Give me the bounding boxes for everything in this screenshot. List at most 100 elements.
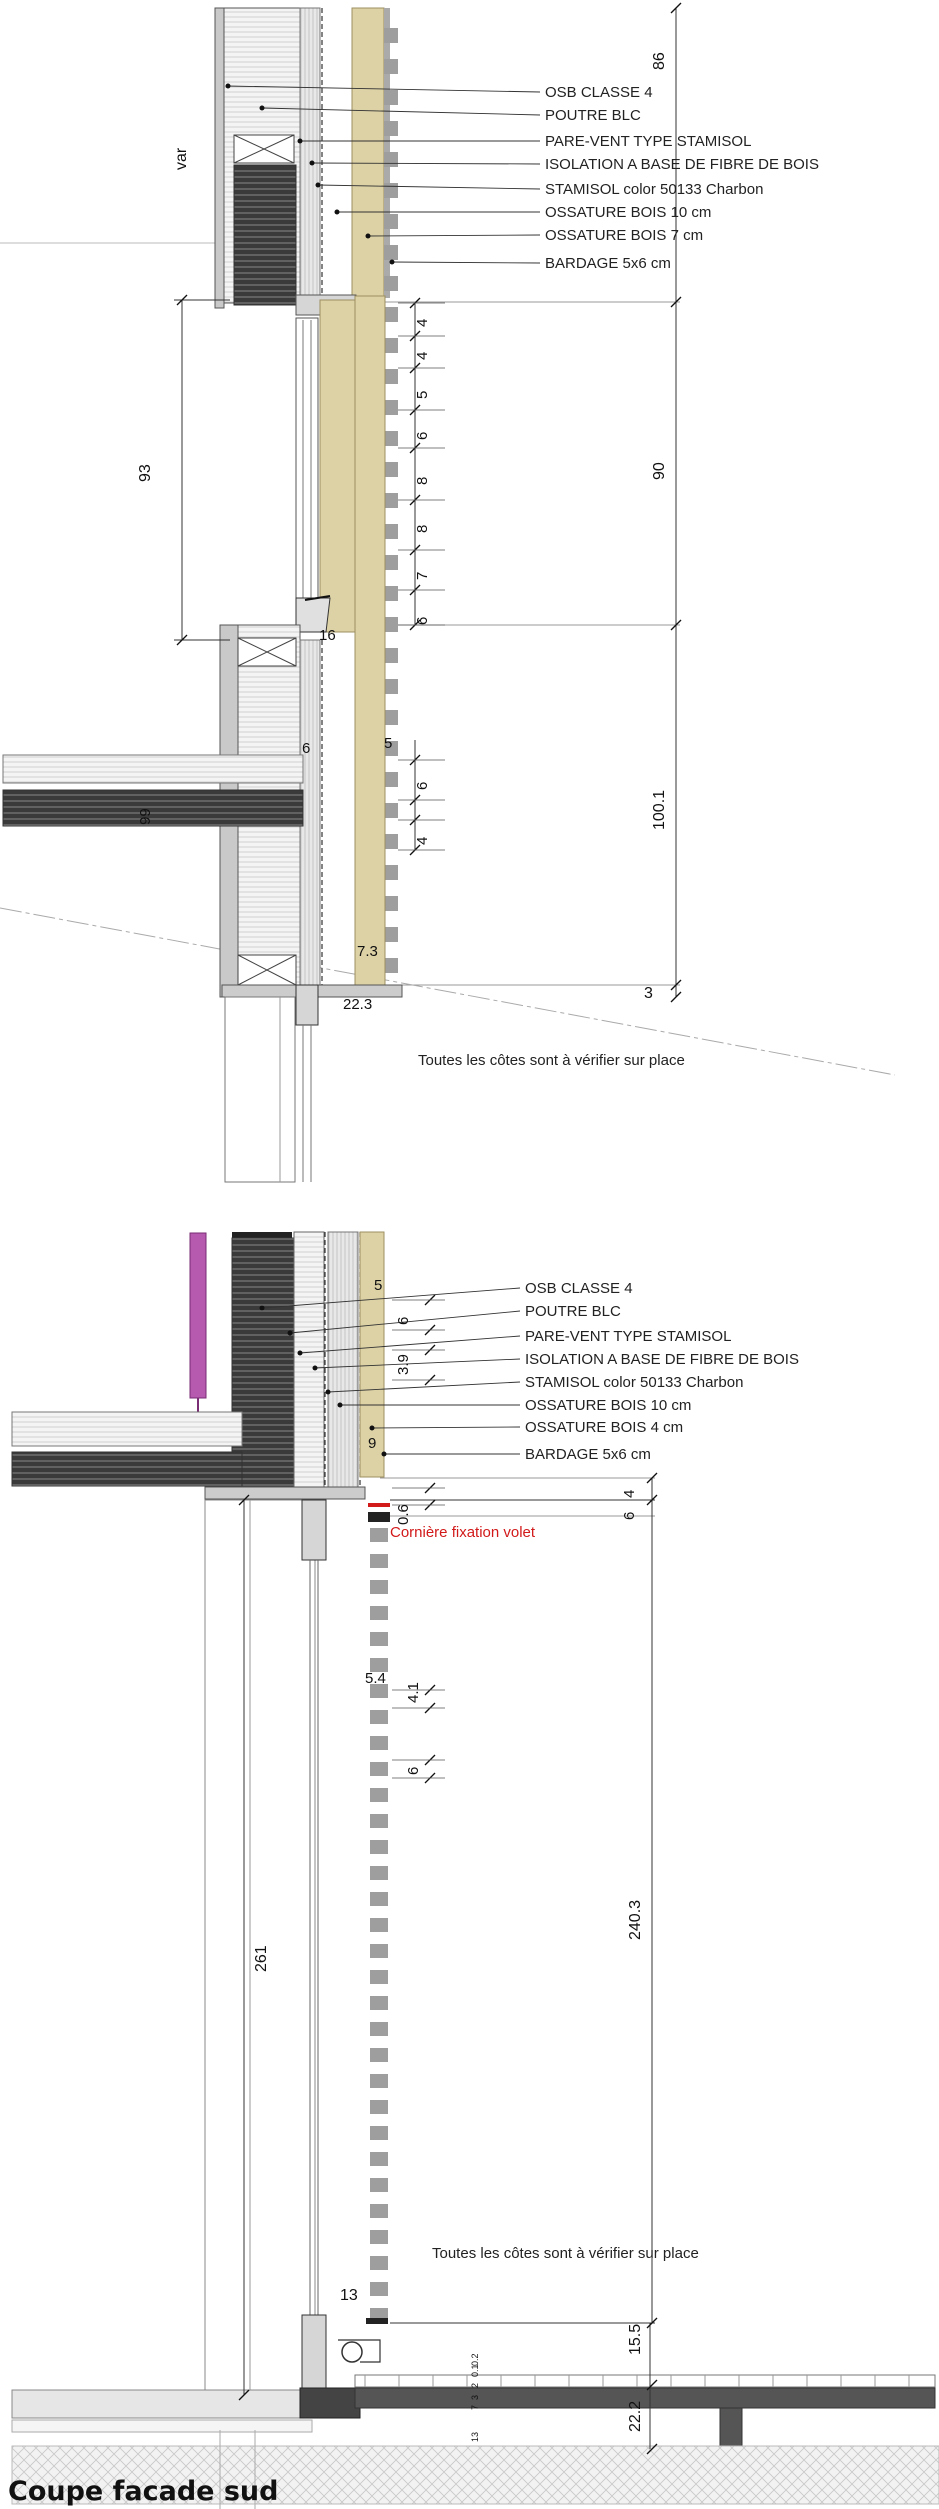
bardage-batten [384, 927, 398, 942]
leader-dot [369, 1425, 375, 1431]
dimension-tick [238, 1494, 250, 1506]
bot-dim-9: 9 [368, 1435, 376, 1452]
bardage-batten [384, 462, 398, 477]
bardage-batten [384, 276, 398, 291]
bot-dim-4: 4 [621, 1490, 638, 1498]
bot-label-corniere: Cornière fixation volet [390, 1524, 536, 1541]
bardage-batten [384, 524, 398, 539]
dimension-tick [670, 979, 682, 991]
top-dim-7-3: 7.3 [357, 943, 378, 960]
bardage-batten [384, 431, 398, 446]
bardage-batten [384, 338, 398, 353]
top-spacing-1: 4 [414, 319, 431, 327]
bardage-batten [370, 1996, 388, 2010]
leader-dot [225, 83, 231, 89]
bardage-batten [384, 245, 398, 260]
bardage-batten [370, 1840, 388, 1854]
bardage-batten [370, 2152, 388, 2166]
dimension-tick [646, 1472, 658, 1484]
dimension-tick [238, 2389, 250, 2401]
bardage-batten [384, 369, 398, 384]
page-title: Coupe facade sud [8, 2476, 278, 2507]
bardage-batten [370, 1684, 388, 1698]
top-dim-16: 16 [319, 627, 336, 644]
top-dim-100-1: 100.1 [651, 790, 668, 830]
leader-line [367, 234, 541, 237]
top-dim-90: 90 [651, 462, 668, 480]
bottom-dimension-ticks [238, 1294, 658, 2455]
bardage-batten [384, 648, 398, 663]
bardage-batten [370, 2204, 388, 2218]
bardage-batten [384, 586, 398, 601]
leader-line [391, 261, 541, 264]
bardage-batten [370, 1554, 388, 1568]
bottom-bardage [370, 1528, 388, 2322]
bot-dim-7: 7 [470, 2405, 480, 2410]
bot-label-ossature-10: OSSATURE BOIS 10 cm [525, 1397, 691, 1414]
top-dimensions: var 86 90 93 100.1 3 16 6 99 7.3 22.3 5 … [137, 52, 685, 1069]
bot-label-ossature-4: OSSATURE BOIS 4 cm [525, 1419, 683, 1436]
top-label-poutre: POUTRE BLC [545, 107, 641, 124]
bardage-batten [370, 1918, 388, 1932]
leader-dot [297, 138, 303, 144]
bot-dim-6b: 6 [621, 1512, 638, 1520]
top-lower-4: 4 [414, 837, 431, 845]
bot-label-osb: OSB CLASSE 4 [525, 1280, 633, 1297]
bardage-batten [384, 679, 398, 694]
top-dim-6: 6 [302, 740, 310, 757]
bardage-batten [384, 958, 398, 973]
leader-line [371, 1426, 521, 1429]
top-dim-99: 99 [137, 808, 154, 825]
bardage-batten [384, 28, 398, 43]
top-dim-86: 86 [651, 52, 668, 70]
bardage-batten [370, 2230, 388, 2244]
dimension-tick [646, 1494, 658, 1506]
top-spacing-4: 6 [414, 432, 431, 440]
top-dim-5: 5 [384, 735, 392, 752]
bot-label-pare-vent: PARE-VENT TYPE STAMISOL [525, 1328, 731, 1345]
bardage-batten [370, 2282, 388, 2296]
bardage-batten [384, 493, 398, 508]
top-section [0, 2, 896, 1183]
top-spacing-8: 6 [414, 617, 431, 625]
bot-dim-5: 5 [374, 1277, 382, 1294]
top-spacing-3: 5 [414, 391, 431, 399]
bottom-note: Toutes les côtes sont à vérifier sur pla… [432, 2245, 699, 2262]
bardage-batten [370, 1866, 388, 1880]
bot-dim-261: 261 [253, 1945, 270, 1972]
bardage-batten [370, 2100, 388, 2114]
leader-dot [287, 1330, 293, 1336]
bardage-batten [384, 865, 398, 880]
bardage-batten [370, 1892, 388, 1906]
dimension-tick [670, 2, 682, 14]
top-spacing-5: 8 [414, 477, 431, 485]
bardage-batten [370, 1970, 388, 1984]
leader-dot [365, 233, 371, 239]
top-dim-var: var [173, 147, 190, 170]
bot-dim-6: 6 [395, 1317, 412, 1325]
bardage-batten [370, 1658, 388, 1672]
top-label-pare-vent: PARE-VENT TYPE STAMISOL [545, 133, 751, 150]
leader-dot [259, 105, 265, 111]
top-spacing-6: 8 [414, 525, 431, 533]
bardage-batten [384, 152, 398, 167]
dimension-tick [646, 2379, 658, 2391]
top-label-stamisol: STAMISOL color 50133 Charbon [545, 181, 763, 198]
bardage-batten [384, 834, 398, 849]
leader-dot [389, 259, 395, 265]
bardage-batten [370, 1736, 388, 1750]
top-label-osb: OSB CLASSE 4 [545, 84, 653, 101]
leader-dot [325, 1389, 331, 1395]
top-lower-6: 6 [414, 782, 431, 790]
leader-dot [315, 182, 321, 188]
bardage-batten [384, 555, 398, 570]
dimension-tick [646, 2443, 658, 2455]
bot-dim-3-9: 3.9 [395, 1354, 412, 1375]
bardage-batten [370, 1710, 388, 1724]
top-leaders [225, 83, 541, 265]
leader-line [227, 85, 541, 93]
bardage-batten [384, 617, 398, 632]
leader-dot [309, 160, 315, 166]
top-dim-93: 93 [137, 464, 154, 482]
